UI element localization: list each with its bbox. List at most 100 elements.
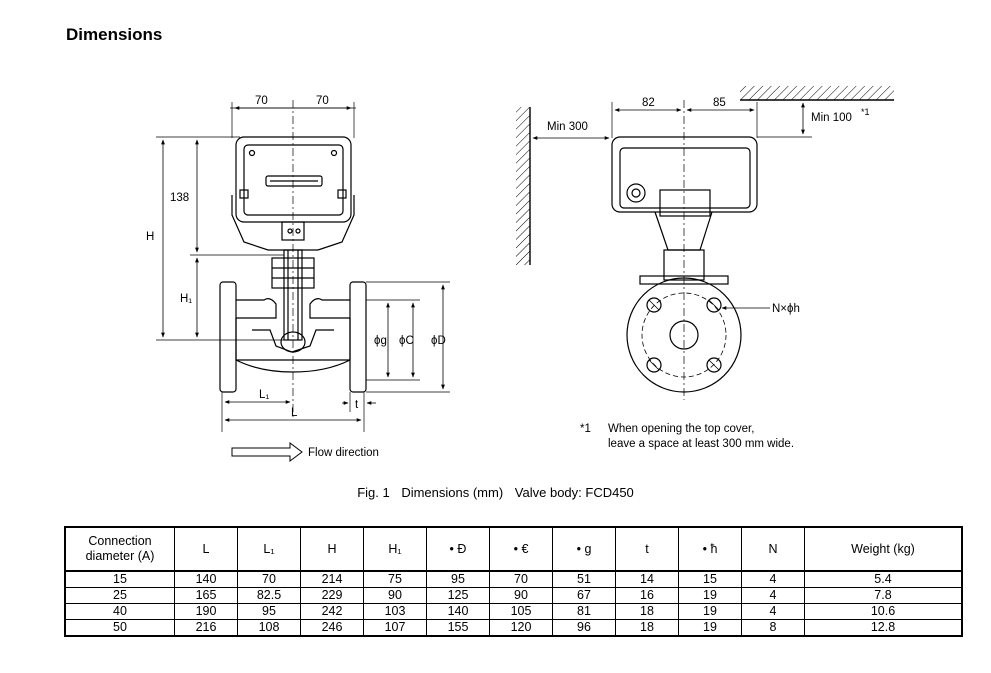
min-100-label: Min 100 (811, 112, 852, 124)
col-h1: H₁ (363, 526, 427, 572)
cell: 125 (426, 587, 490, 604)
cell: 90 (489, 587, 553, 604)
side-view-labels: 82 85 Min 300 Min 100 *1 N×ϕh *1 When op… (547, 97, 870, 450)
cell: 51 (552, 570, 616, 588)
bolt-holes-label: N×ϕh (772, 303, 800, 315)
note-line-1: When opening the top cover, (608, 423, 754, 435)
note-line-2: leave a space at least 300 mm wide. (608, 438, 794, 450)
dim-t: t (355, 399, 359, 411)
cell: 5.4 (804, 570, 963, 588)
col-connection-diameter: Connection diameter (A) (64, 526, 175, 572)
cell: 70 (237, 570, 301, 588)
dim-phi-c: ϕC (399, 335, 414, 347)
flange-circle (626, 277, 742, 393)
ceiling-hatch (740, 86, 894, 100)
min-300-label: Min 300 (547, 121, 588, 133)
table-row: 40 190 95 242 103 140 105 81 18 19 4 10.… (64, 603, 963, 620)
cell: 103 (363, 603, 427, 620)
dim-70-left: 70 (255, 95, 268, 107)
cell: 190 (174, 603, 238, 620)
dim-l: L (291, 407, 298, 419)
dim-h1: H₁ (180, 293, 192, 305)
table-row: 50 216 108 246 107 155 120 96 18 19 8 12… (64, 619, 963, 637)
dim-h: H (146, 231, 154, 243)
cell: 140 (174, 570, 238, 588)
table-row: 15 140 70 214 75 95 70 51 14 15 4 5.4 (64, 570, 963, 588)
cell: 19 (678, 619, 742, 637)
actuator-side (611, 136, 758, 213)
cell: 4 (741, 570, 805, 588)
dim-138: 138 (170, 192, 189, 204)
cell: 4 (741, 587, 805, 604)
col-n: N (741, 526, 805, 572)
cell: 4 (741, 603, 805, 620)
cell: 140 (426, 603, 490, 620)
caption-valve-body: Valve body: FCD450 (514, 485, 634, 500)
cell: 95 (237, 603, 301, 620)
col-t: t (615, 526, 679, 572)
cell: 95 (426, 570, 490, 588)
cell: 229 (300, 587, 364, 604)
cell: 216 (174, 619, 238, 637)
table-row: 25 165 82.5 229 90 125 90 67 16 19 4 7.8 (64, 587, 963, 604)
cell: 90 (363, 587, 427, 604)
cell: 82.5 (237, 587, 301, 604)
dimension-drawing: 70 70 138 H H₁ ϕg ϕC ϕD L₁ L t Flow dire… (146, 86, 894, 462)
dim-phi-g: ϕg (374, 335, 387, 347)
col-phi-h: • ħ (678, 526, 742, 572)
cell: 81 (552, 603, 616, 620)
cell: 107 (363, 619, 427, 637)
caption-fig-number: Fig. 1 (357, 485, 390, 500)
col-l: L (174, 526, 238, 572)
caption-units: Dimensions (mm) (401, 485, 504, 500)
cell: 8 (741, 619, 805, 637)
table-header-row: Connection diameter (A) L L₁ H H₁ • Ð • … (64, 526, 963, 572)
col-h: H (300, 526, 364, 572)
cell: 15 (678, 570, 742, 588)
cell: 155 (426, 619, 490, 637)
right-flange (349, 281, 367, 393)
side-view (516, 86, 894, 400)
front-view (156, 100, 450, 462)
col-phi-g: • g (552, 526, 616, 572)
cell: 70 (489, 570, 553, 588)
figure-caption: Fig. 1 Dimensions (mm) Valve body: FCD45… (0, 485, 991, 500)
cell: 19 (678, 603, 742, 620)
cell: 7.8 (804, 587, 963, 604)
cell: 214 (300, 570, 364, 588)
cell: 50 (64, 619, 175, 637)
cell: 25 (64, 587, 175, 604)
cell: 19 (678, 587, 742, 604)
cell: 96 (552, 619, 616, 637)
cell: 14 (615, 570, 679, 588)
actuator-housing (235, 136, 352, 223)
cell: 18 (615, 619, 679, 637)
flow-direction-label: Flow direction (308, 447, 379, 459)
cell: 15 (64, 570, 175, 588)
dim-70-right: 70 (316, 95, 329, 107)
dim-85: 85 (713, 97, 726, 109)
cell: 242 (300, 603, 364, 620)
front-view-labels: 70 70 138 H H₁ ϕg ϕC ϕD L₁ L t Flow dire… (146, 95, 446, 459)
min-100-note-mark: *1 (861, 107, 870, 117)
cell: 120 (489, 619, 553, 637)
col-weight: Weight (kg) (804, 526, 963, 572)
left-flange (219, 281, 237, 393)
cell: 16 (615, 587, 679, 604)
cell: 67 (552, 587, 616, 604)
cell: 165 (174, 587, 238, 604)
dim-l1: L₁ (259, 389, 269, 401)
page-title: Dimensions (66, 25, 163, 44)
wall-hatch-left (516, 107, 530, 265)
cell: 75 (363, 570, 427, 588)
col-phi-d: • Ð (426, 526, 490, 572)
cell: 10.6 (804, 603, 963, 620)
col-l1: L₁ (237, 526, 301, 572)
note-marker: *1 (580, 423, 591, 435)
cell: 18 (615, 603, 679, 620)
cell: 40 (64, 603, 175, 620)
cell: 105 (489, 603, 553, 620)
col-phi-c: • € (489, 526, 553, 572)
dim-phi-d: ϕD (431, 335, 446, 347)
dimensions-table: Connection diameter (A) L L₁ H H₁ • Ð • … (64, 526, 963, 637)
